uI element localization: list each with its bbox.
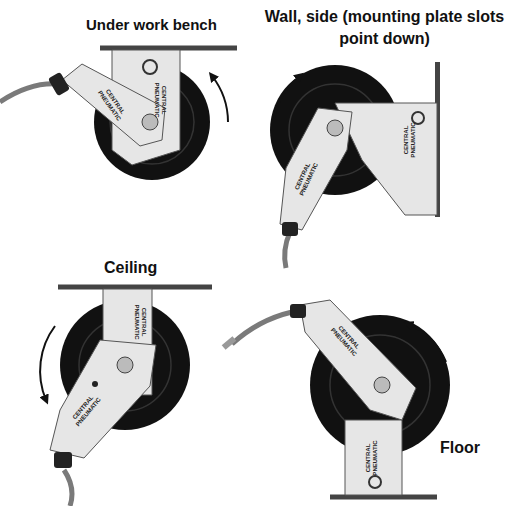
logo-mark (369, 476, 381, 488)
reel-arm (62, 64, 165, 146)
hub (117, 357, 133, 373)
hose (64, 470, 72, 506)
rotation-arrow (274, 76, 300, 118)
hose (0, 84, 58, 102)
hub (327, 120, 343, 136)
reel-floor (222, 300, 450, 497)
hose-fitting (290, 304, 306, 318)
bolt (92, 381, 98, 387)
position-caption: Ceiling (104, 257, 184, 279)
logo-mark (143, 60, 157, 74)
hose-fitting (282, 222, 298, 236)
hose-fitting (54, 452, 72, 468)
position-caption: Floor (440, 437, 500, 459)
logo-mark (412, 112, 424, 124)
reel-wall (270, 62, 440, 268)
hose-nozzle (222, 336, 237, 350)
hose (232, 312, 292, 344)
reel-arm (50, 340, 156, 458)
reel-arm (300, 300, 416, 420)
rotation-arrow (408, 324, 446, 362)
mounting-plate (345, 420, 402, 495)
rotation-arrow (212, 76, 228, 122)
position-caption: Under work bench (86, 14, 256, 36)
reel-ceiling (40, 287, 212, 506)
brand-label: CENTRAL PNEUMATIC (133, 302, 147, 342)
brand-label: CENTRAL PNEUMATIC (153, 80, 167, 120)
reel-under-bench (0, 48, 237, 180)
brand-label: CENTRAL PNEUMATIC (403, 120, 417, 160)
hub (374, 377, 390, 393)
position-caption: Wall, side (mounting plate slots point d… (262, 6, 507, 50)
hose-fitting (48, 72, 70, 96)
reel-arm (280, 108, 352, 230)
brand-label: CENTRAL PNEUMATIC (365, 438, 379, 478)
hose (285, 232, 290, 268)
rotation-arrow (40, 326, 55, 400)
